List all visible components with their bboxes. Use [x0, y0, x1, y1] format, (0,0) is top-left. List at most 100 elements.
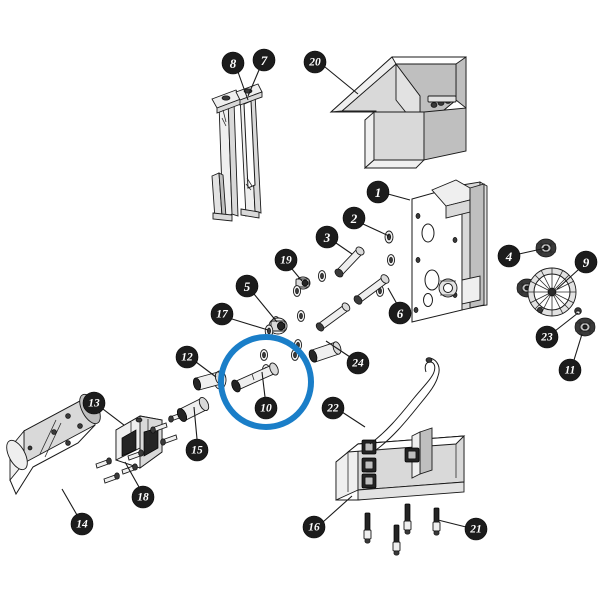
leader-line-5	[253, 293, 278, 323]
leader-line-21	[437, 519, 467, 528]
part-24-roller-sleeve	[308, 341, 342, 363]
callout-label-14: 14	[76, 519, 88, 531]
leader-line-12	[195, 361, 217, 378]
part-2-washer-small	[384, 230, 394, 244]
callout-label-23: 23	[540, 332, 553, 344]
callout-label-18: 18	[137, 492, 149, 504]
screw-21d	[432, 507, 441, 536]
callout-badge-13[interactable]: 13	[82, 391, 106, 415]
callout-badge-15[interactable]: 15	[185, 438, 209, 462]
leader-line-23	[554, 312, 579, 332]
callout-circle-15	[185, 438, 209, 462]
callout-label-2: 2	[350, 211, 358, 226]
callout-badge-11[interactable]: 11	[558, 358, 582, 382]
callout-badge-4[interactable]: 4	[497, 244, 521, 268]
leader-line-3	[335, 242, 353, 255]
callout-badge-23[interactable]: 23	[535, 325, 559, 349]
callout-label-1: 1	[375, 185, 382, 200]
callout-circle-10	[254, 396, 278, 420]
part-16-base-housing-box	[335, 427, 466, 501]
leader-line-7	[247, 69, 260, 97]
leader-line-6	[387, 287, 398, 305]
leader-line-8	[237, 71, 249, 101]
callout-label-24: 24	[351, 358, 364, 370]
part-23-shoulder-pin	[574, 307, 582, 315]
callout-badge-24[interactable]: 24	[346, 351, 370, 375]
callout-badge-17[interactable]: 17	[210, 302, 234, 326]
callout-label-6: 6	[397, 306, 404, 321]
callout-circle-2	[342, 206, 366, 230]
callout-badge-16[interactable]: 16	[302, 515, 326, 539]
switch-block-a	[361, 439, 377, 455]
callout-badge-8[interactable]: 8	[221, 51, 245, 75]
callout-label-16: 16	[308, 522, 320, 534]
callout-circle-21	[464, 517, 488, 541]
callout-label-5: 5	[244, 279, 251, 294]
callout-circle-20	[303, 50, 327, 74]
screw-18b	[103, 472, 120, 484]
leader-line-1	[387, 193, 411, 201]
callout-circle-22	[321, 396, 345, 420]
screw-18c	[121, 463, 138, 475]
part-22-switch-harness	[369, 357, 440, 451]
callout-label-13: 13	[88, 398, 100, 410]
callout-circle-17	[210, 302, 234, 326]
switch-block-c	[404, 447, 420, 463]
callout-label-4: 4	[505, 249, 513, 264]
callout-badge-1[interactable]: 1	[366, 180, 390, 204]
callout-badge-2[interactable]: 2	[342, 206, 366, 230]
callout-label-9: 9	[583, 255, 590, 270]
leader-line-4	[518, 247, 547, 255]
callout-badge-5[interactable]: 5	[235, 274, 259, 298]
callout-circle-7	[252, 48, 276, 72]
part-5-bushing-collar	[268, 317, 288, 335]
leader-line-11	[573, 333, 583, 361]
callout-badge-6[interactable]: 6	[388, 301, 412, 325]
callout-circle-18	[131, 485, 155, 509]
callout-badge-7[interactable]: 7	[252, 48, 276, 72]
part-8-guide-rail-left	[211, 89, 242, 222]
callout-circle-3	[315, 225, 339, 249]
part-7-guide-rail-right	[235, 83, 263, 219]
part-20-upper-tray-housing	[329, 56, 467, 170]
leader-line-19	[291, 268, 303, 282]
callout-circle-13	[82, 391, 106, 415]
callout-badge-22[interactable]: 22	[321, 396, 345, 420]
callout-badge-3[interactable]: 3	[315, 225, 339, 249]
callout-badge-12[interactable]: 12	[175, 345, 199, 369]
callout-label-17: 17	[216, 309, 229, 321]
callout-badge-21[interactable]: 21	[464, 517, 488, 541]
callout-label-15: 15	[191, 445, 203, 457]
callout-badge-9[interactable]: 9	[574, 250, 598, 274]
callout-label-21: 21	[469, 524, 482, 536]
switch-block-d	[361, 473, 377, 489]
part-15-bushing-sleeve	[176, 397, 210, 422]
callout-badge-19[interactable]: 19	[274, 248, 298, 272]
leader-line-17	[231, 318, 269, 331]
leader-line-22	[341, 411, 366, 428]
part-13-motor-coupling	[115, 415, 163, 469]
leader-line-18	[124, 461, 140, 488]
callout-circle-24	[346, 351, 370, 375]
part-19-bushing	[295, 276, 311, 290]
leader-line-15	[193, 406, 198, 440]
screw-18a	[95, 457, 112, 469]
callout-badge-10[interactable]: 10	[254, 396, 278, 420]
leader-line-24	[325, 340, 351, 358]
callout-label-22: 22	[326, 403, 339, 415]
callout-badge-18[interactable]: 18	[131, 485, 155, 509]
callout-label-20: 20	[308, 57, 321, 69]
callout-badge-14[interactable]: 14	[70, 512, 94, 536]
callout-circle-16	[302, 515, 326, 539]
callout-circle-12	[175, 345, 199, 369]
callout-circle-19	[274, 248, 298, 272]
part-1-mounting-bracket-plate	[411, 179, 488, 323]
leader-line-20	[324, 66, 359, 95]
part-21-screw-set	[363, 503, 441, 556]
screw-21b	[392, 524, 401, 556]
callout-badge-20[interactable]: 20	[303, 50, 327, 74]
highlight-circle-part-10	[218, 334, 314, 430]
